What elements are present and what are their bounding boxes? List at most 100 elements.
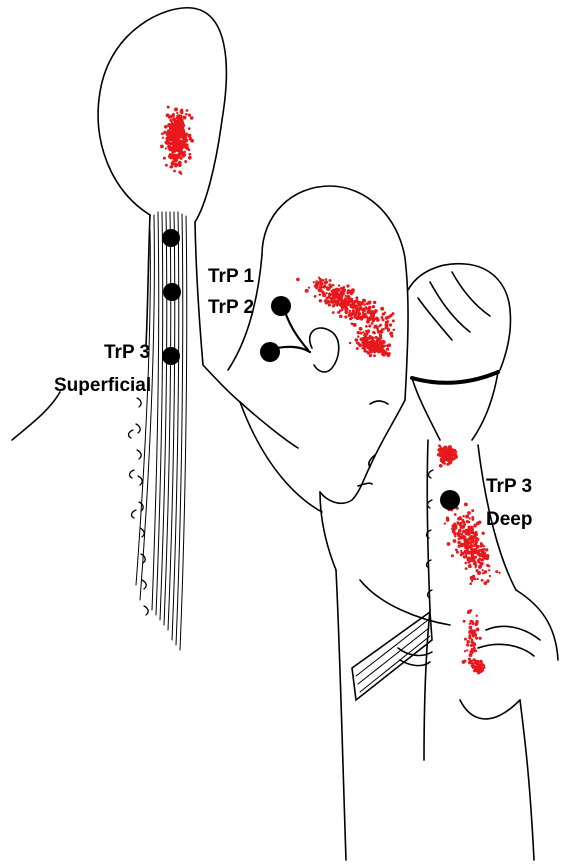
- pain-dot: [391, 312, 394, 315]
- pain-dot: [189, 153, 192, 156]
- pain-dot: [355, 299, 358, 302]
- pain-dot: [335, 301, 339, 305]
- pain-dot: [382, 312, 385, 315]
- pain-dot: [328, 292, 332, 296]
- pain-dot: [325, 302, 328, 305]
- pain-dot: [379, 334, 383, 338]
- pain-dot: [338, 284, 340, 286]
- pain-dot: [319, 299, 322, 302]
- pain-dot: [325, 278, 327, 280]
- pain-dot: [369, 341, 371, 343]
- pain-dot: [365, 325, 368, 328]
- pain-dot: [378, 325, 380, 327]
- pain-dot: [444, 522, 446, 524]
- pain-dot: [454, 513, 457, 516]
- pain-dot: [174, 163, 178, 167]
- neck-muscle-fibers: [136, 212, 187, 650]
- pain-dot: [185, 113, 188, 116]
- pain-dot: [165, 164, 168, 167]
- pain-dot: [367, 301, 371, 305]
- pain-dot: [389, 332, 393, 336]
- pain-dot: [442, 461, 445, 464]
- trp2-side: [260, 342, 280, 362]
- pain-dot: [367, 337, 370, 340]
- pain-dot: [482, 553, 485, 556]
- pain-dot: [313, 281, 315, 283]
- pain-dot: [173, 170, 176, 173]
- pain-dot: [471, 620, 473, 622]
- pain-dot: [465, 515, 469, 519]
- pain-dot: [475, 637, 478, 640]
- pain-dot: [368, 324, 371, 327]
- pain-dot: [352, 291, 355, 294]
- pain-dot: [448, 445, 452, 449]
- figure-side-view: [228, 186, 450, 860]
- pain-dot: [174, 158, 178, 162]
- pain-dot: [478, 571, 481, 574]
- pain-dot: [346, 284, 349, 287]
- pain-dot: [495, 570, 498, 573]
- pain-dot: [470, 544, 473, 547]
- pain-dot: [322, 291, 325, 294]
- pain-dot: [161, 132, 164, 135]
- pain-dot: [476, 628, 480, 632]
- pain-dot: [173, 137, 176, 140]
- pain-dot: [350, 298, 353, 301]
- pain-dot: [447, 455, 449, 457]
- pain-dot: [475, 660, 478, 663]
- pain-dot: [461, 533, 464, 536]
- trp1-side: [271, 296, 291, 316]
- pain-dot: [476, 615, 478, 617]
- pain-dot: [351, 305, 355, 309]
- pain-dot: [464, 530, 467, 533]
- pain-dot: [373, 332, 376, 335]
- pain-dot: [466, 549, 468, 551]
- pain-dot: [346, 308, 349, 311]
- pain-dot: [486, 579, 489, 582]
- pain-dot: [359, 327, 363, 331]
- pain-dot: [367, 351, 370, 354]
- pain-dot: [478, 637, 481, 640]
- figure-front-view: [408, 264, 558, 860]
- pain-dot: [468, 533, 471, 536]
- pain-dot: [174, 132, 177, 135]
- pain-dot: [446, 518, 449, 521]
- pain-dot: [441, 458, 444, 461]
- pain-dot: [485, 548, 488, 551]
- headband: [412, 372, 498, 383]
- pain-dot: [475, 551, 478, 554]
- pain-dot: [165, 141, 168, 144]
- pain-dot: [477, 559, 480, 562]
- pain-dot: [163, 131, 166, 134]
- pain-dot: [176, 136, 178, 138]
- pain-dot: [373, 301, 376, 304]
- pain-dot: [325, 292, 327, 294]
- pain-dot: [452, 530, 456, 534]
- pain-dot: [332, 311, 335, 314]
- trp1-superficial-upper: [162, 229, 180, 247]
- pain-dot: [366, 312, 368, 314]
- pain-dot: [330, 301, 333, 304]
- pain-dot: [358, 303, 362, 307]
- pain-dot: [373, 311, 376, 314]
- pain-dot: [449, 460, 452, 463]
- pain-dot: [360, 318, 363, 321]
- arm-right: [520, 700, 534, 860]
- pain-dot: [380, 330, 384, 334]
- pain-dot: [480, 562, 484, 566]
- pain-dot: [382, 340, 385, 343]
- pain-dot: [160, 145, 164, 149]
- pain-dot: [447, 542, 451, 546]
- pain-dot: [471, 509, 474, 512]
- pain-dot: [173, 122, 176, 125]
- pain-dot: [466, 640, 469, 643]
- pain-dot: [476, 569, 479, 572]
- torso-front: [336, 570, 346, 860]
- pain-dot: [457, 534, 460, 537]
- pain-dot: [168, 123, 171, 126]
- pain-dot: [467, 529, 469, 531]
- pain-dot: [444, 448, 447, 451]
- arm-left: [424, 610, 430, 760]
- pain-dot: [478, 670, 481, 673]
